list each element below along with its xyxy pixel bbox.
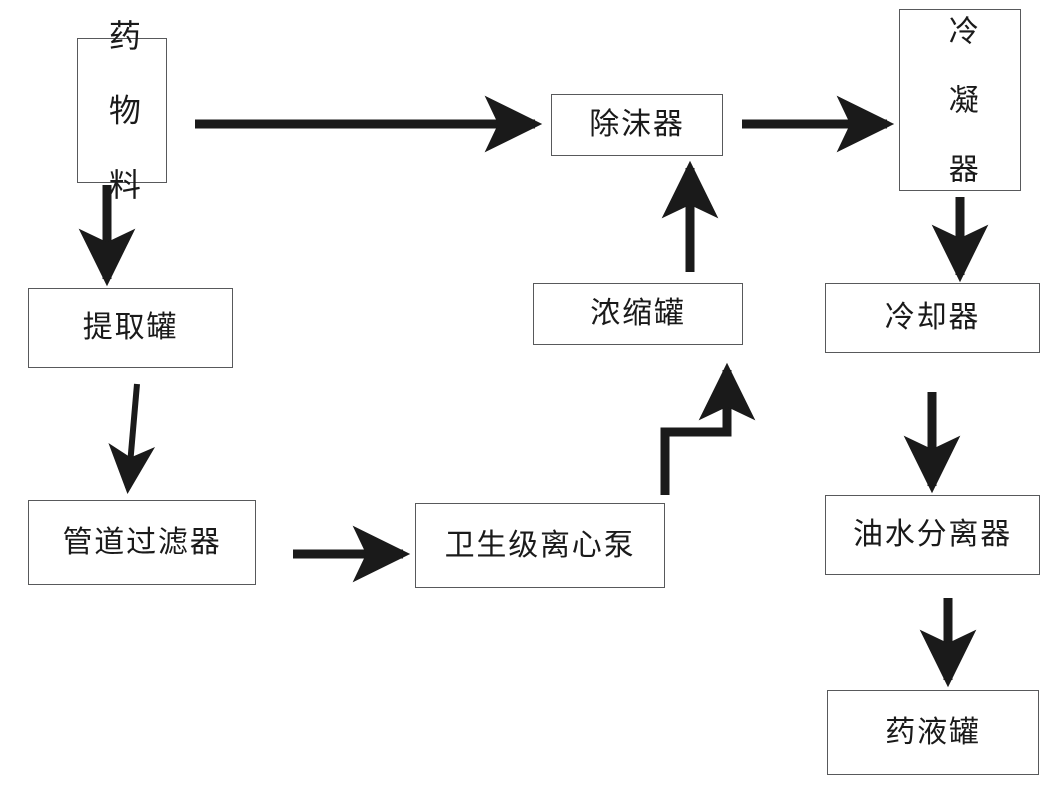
node-extraction-tank[interactable]: 提取罐 xyxy=(28,288,233,368)
node-concentration-tank-label: 浓缩罐 xyxy=(590,297,686,331)
node-demister[interactable]: 除沫器 xyxy=(551,94,723,156)
node-oil-water-separator-label: 油水分离器 xyxy=(853,518,1012,552)
node-condenser-label: 冷 凝 器 xyxy=(943,14,977,186)
node-drug-material-label: 药 物 料 xyxy=(104,18,141,203)
node-drug-material[interactable]: 药 物 料 xyxy=(77,19,167,203)
node-pipeline-filter[interactable]: 管道过滤器 xyxy=(28,500,256,585)
node-sanitary-centrifugal-pump[interactable]: 卫生级离心泵 xyxy=(415,503,665,588)
edge-pump-to-concentrator xyxy=(660,362,756,495)
edge-extraction-to-pipe-filter xyxy=(108,383,156,494)
node-extraction-tank-label: 提取罐 xyxy=(82,311,179,345)
node-cooler[interactable]: 冷却器 xyxy=(825,283,1040,353)
node-condenser[interactable]: 冷 凝 器 xyxy=(899,9,1021,191)
node-liquid-medicine-tank-label: 药液罐 xyxy=(885,715,981,749)
node-sanitary-centrifugal-pump-label: 卫生级离心泵 xyxy=(444,528,636,562)
node-demister-label: 除沫器 xyxy=(589,108,685,142)
node-pipeline-filter-label: 管道过滤器 xyxy=(62,525,222,559)
node-cooler-label: 冷却器 xyxy=(884,301,981,335)
node-concentration-tank[interactable]: 浓缩罐 xyxy=(533,283,743,345)
node-liquid-medicine-tank[interactable]: 药液罐 xyxy=(827,690,1039,775)
node-oil-water-separator[interactable]: 油水分离器 xyxy=(825,495,1040,575)
